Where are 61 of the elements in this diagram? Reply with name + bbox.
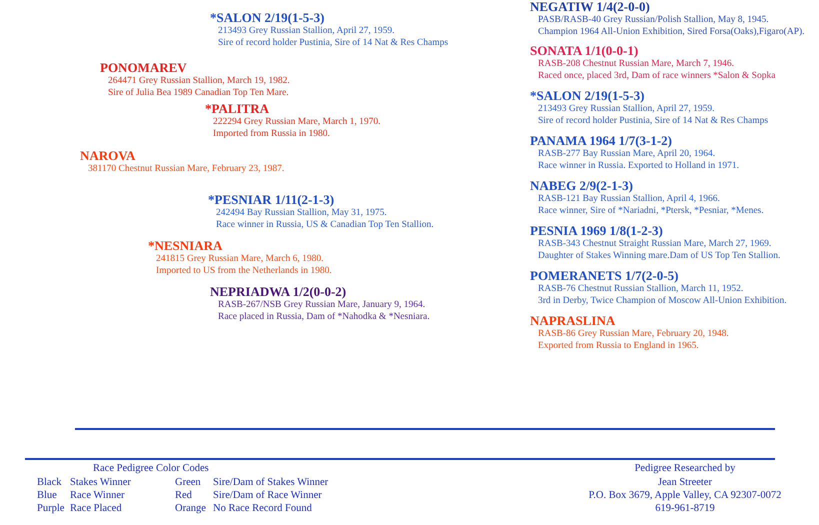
horse-details: Sire of record holder Pustinia, Sire of 14 Nat & Res Champs [218, 37, 448, 49]
horse-details: Race placed in Russia, Dam of *Nahodka & *Nesniara. [218, 311, 430, 323]
horse-details: Raced once, placed 3rd, Dam of race winners *Salon & Sopka [538, 70, 776, 82]
phone-number: 619-961-8719 [654, 503, 716, 514]
horse-name: NAPRASLINA [530, 314, 616, 328]
horse-name: PONOMAREV [100, 61, 187, 75]
horse-details: RASB-267/NSB Grey Russian Mare, January 9, 1964. [218, 299, 426, 311]
postal-address: P.O. Box 3679, Apple Valley, CA 92307-0072 [588, 490, 782, 501]
horse-name: *PALITRA [205, 102, 270, 116]
horse-name: NEPRIADWA 1/2(0-0-2) [210, 285, 346, 299]
horse-details: Imported to US from the Netherlands in 1980. [156, 265, 332, 277]
color-meaning: Sire/Dam of Race Winner [213, 490, 322, 501]
color-meaning: Race Placed [70, 503, 122, 514]
horse-details: Exported from Russia to England in 1965. [538, 340, 699, 352]
horse-details: Sire of record holder Pustinia, Sire of 14 Nat & Res Champs [538, 115, 768, 127]
horse-details: RASB-76 Chestnut Russian Stallion, March 11, 1952. [538, 283, 744, 295]
color-name: Green [175, 477, 201, 488]
horse-details: Race winner in Russia. Exported to Holland in 1971. [538, 160, 740, 172]
horse-name: PESNIA 1969 1/8(1-2-3) [530, 224, 663, 238]
horse-name: POMERANETS 1/7(2-0-5) [530, 269, 678, 283]
horse-name: NAROVA [80, 149, 136, 163]
horse-name: NABEG 2/9(2-1-3) [530, 179, 633, 193]
color-meaning: Race Winner [70, 490, 124, 501]
horse-details: Champion 1964 All-Union Exhibition, Sired Forsa(Oaks),Figaro(AP). [538, 26, 805, 38]
horse-details: 213493 Grey Russian Stallion, April 27, 1959. [538, 103, 715, 115]
horse-details: 242494 Bay Russian Stallion, May 31, 1975. [216, 207, 387, 219]
horse-details: 222294 Grey Russian Mare, March 1, 1970. [213, 116, 381, 128]
horse-name: *SALON 2/19(1-5-3) [530, 89, 644, 103]
color-name: Purple [37, 503, 64, 514]
horse-details: 213493 Grey Russian Stallion, April 27, 1959. [218, 25, 395, 37]
credit-line: Pedigree Researched by [634, 463, 736, 474]
horse-name: PANAMA 1964 1/7(3-1-2) [530, 134, 672, 148]
color-name: Red [175, 490, 192, 501]
color-meaning: Stakes Winner [70, 477, 131, 488]
color-name: Orange [175, 503, 206, 514]
horse-details: RASB-277 Bay Russian Mare, April 20, 1964. [538, 148, 716, 160]
horse-name: *PESNIAR 1/11(2-1-3) [208, 193, 334, 207]
legend-title: Race Pedigree Color Codes [93, 463, 209, 474]
horse-name: SONATA 1/1(0-0-1) [530, 44, 638, 58]
horse-details: Race winner in Russia, US & Canadian Top Ten Stallion. [216, 219, 434, 231]
color-meaning: No Race Record Found [213, 503, 312, 514]
horse-name: *NESNIARA [148, 239, 222, 253]
color-name: Black [37, 477, 62, 488]
color-name: Blue [37, 490, 57, 501]
horse-details: 381170 Chestnut Russian Mare, February 23, 1987. [88, 163, 284, 175]
horse-details: 241815 Grey Russian Mare, March 6, 1980. [156, 253, 324, 265]
horse-details: Imported from Russia in 1980. [213, 128, 330, 140]
color-meaning: Sire/Dam of Stakes Winner [213, 477, 328, 488]
horse-details: RASB-208 Chestnut Russian Mare, March 7, 1946. [538, 58, 734, 70]
horse-details: PASB/RASB-40 Grey Russian/Polish Stallion, May 8, 1945. [538, 14, 769, 26]
horse-name: NEGATIW 1/4(2-0-0) [530, 0, 650, 14]
horse-name: *SALON 2/19(1-5-3) [210, 11, 324, 25]
horse-details: 264471 Grey Russian Stallion, March 19, 1982. [108, 75, 290, 87]
horse-details: RASB-343 Chestnut Straight Russian Mare, March 27, 1969. [538, 238, 772, 250]
horse-details: Sire of Julia Bea 1989 Canadian Top Ten Mare. [108, 87, 289, 99]
horse-details: RASB-86 Grey Russian Mare, February 20, 1948. [538, 328, 729, 340]
horse-details: Daughter of Stakes Winning mare.Dam of US Top Ten Stallion. [538, 250, 780, 262]
horse-details: RASB-121 Bay Russian Stallion, April 4, 1966. [538, 193, 720, 205]
researcher-name: Jean Streeter [657, 477, 713, 488]
horse-details: Race winner, Sire of *Nariadni, *Ptersk, *Pesniar, *Menes. [538, 205, 764, 217]
horse-details: 3rd in Derby, Twice Champion of Moscow All-Union Exhibition. [538, 295, 787, 307]
